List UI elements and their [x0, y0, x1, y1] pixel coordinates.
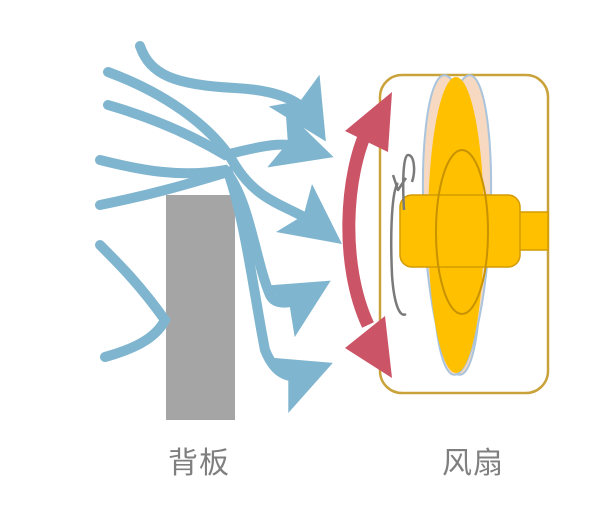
swing-arrow-icon	[342, 92, 392, 378]
airflow-arrows-icon	[95, 41, 343, 413]
fan-hub	[399, 194, 521, 268]
rotation-arrow-icon	[390, 153, 416, 316]
backboard-label: 背板	[168, 446, 230, 481]
backboard-panel	[166, 195, 235, 420]
fan-label: 风扇	[442, 446, 504, 481]
fan-inner-outline	[435, 149, 489, 315]
